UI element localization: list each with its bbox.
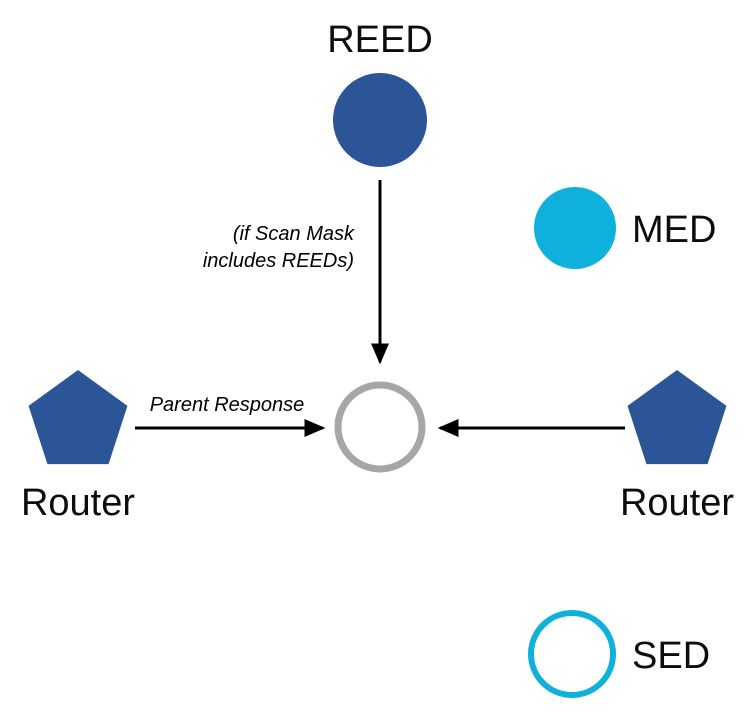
node-sed[interactable]: SED: [528, 610, 710, 698]
med-circle-icon[interactable]: [534, 187, 616, 269]
reed-label: REED: [327, 19, 433, 61]
node-router-right[interactable]: Router: [620, 370, 734, 524]
edge-reed-to-center-label-line1: (if Scan Mask: [233, 223, 355, 245]
med-label: MED: [632, 209, 716, 251]
sed-label: SED: [632, 635, 710, 677]
node-med[interactable]: MED: [534, 187, 716, 269]
edge-reed-to-center: (if Scan Mask includes REEDs): [203, 180, 389, 365]
parent-response-label: Parent Response: [150, 394, 305, 416]
center-ring-icon[interactable]: [334, 381, 426, 473]
router-left-label: Router: [21, 482, 135, 524]
node-center-device[interactable]: [334, 381, 426, 473]
node-router-left[interactable]: Router: [21, 370, 135, 524]
reed-circle-icon[interactable]: [333, 73, 427, 167]
node-reed[interactable]: REED: [327, 19, 433, 167]
sed-ring-icon[interactable]: [528, 610, 616, 698]
edge-reed-to-center-label-line2: includes REEDs): [203, 250, 354, 272]
router-pentagon-icon[interactable]: [627, 370, 727, 465]
router-right-label: Router: [620, 482, 734, 524]
edge-router-left-to-center: Parent Response: [135, 394, 326, 437]
router-pentagon-icon[interactable]: [28, 370, 128, 465]
